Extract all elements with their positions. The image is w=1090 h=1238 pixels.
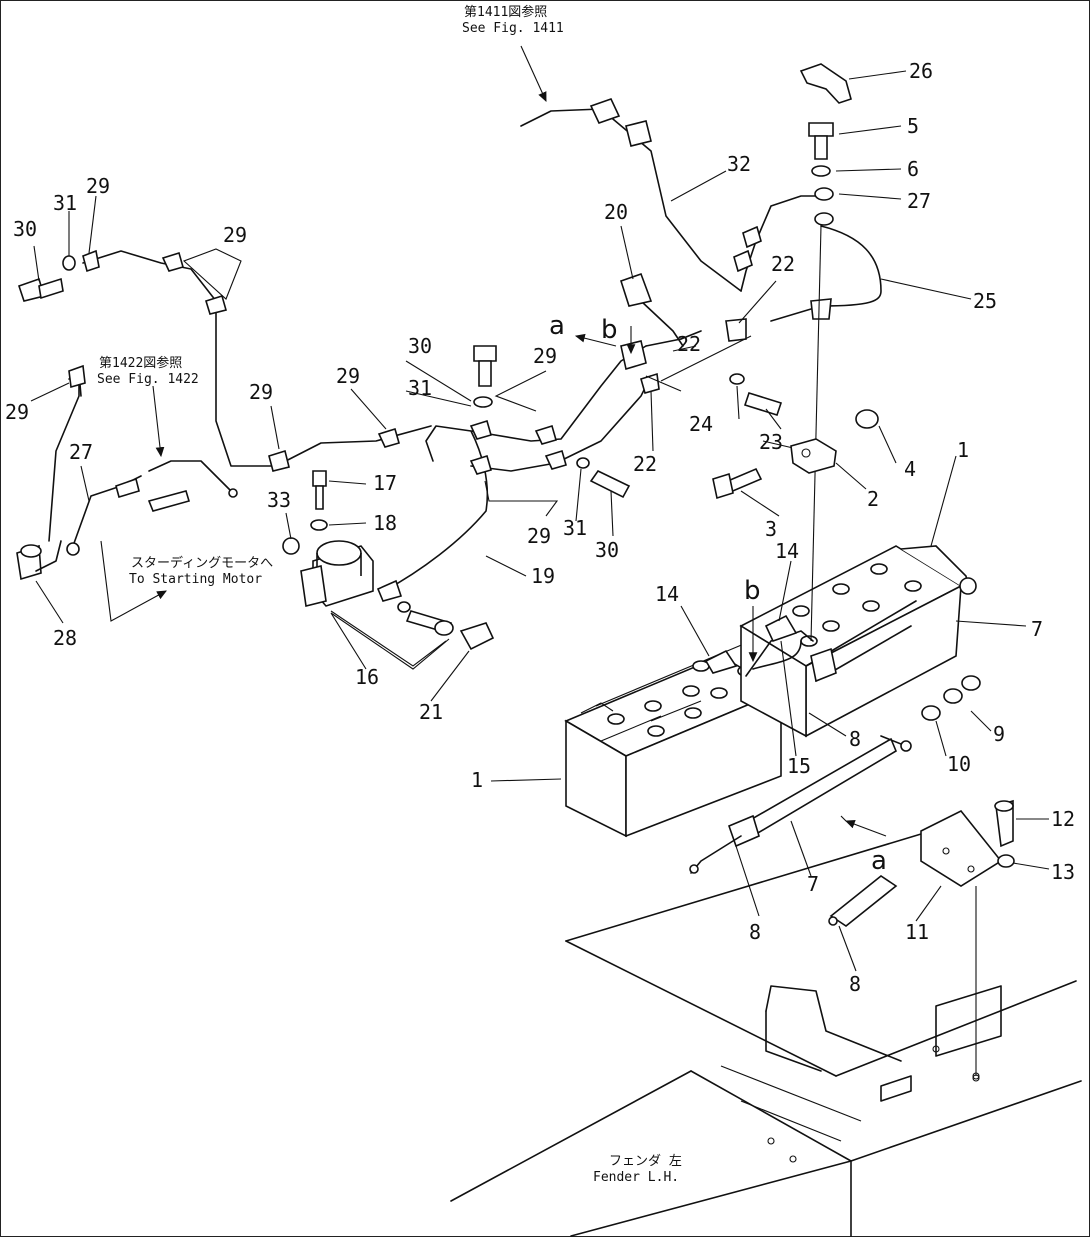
ref-fig1411-en: See Fig. 1411	[462, 21, 564, 36]
callout-3: 3	[765, 517, 777, 541]
battery-front	[564, 640, 783, 838]
callout-7-top: 7	[1031, 617, 1043, 641]
callout-20: 20	[604, 200, 628, 224]
callout-5: 5	[907, 114, 919, 138]
callout-4: 4	[904, 457, 916, 481]
ref-fig1422-en: See Fig. 1422	[97, 372, 199, 387]
callout-13: 13	[1051, 860, 1075, 884]
callout-23: 23	[759, 430, 783, 454]
callout-26: 26	[909, 59, 933, 83]
callout-29-a: 29	[533, 344, 557, 368]
callout-9: 9	[993, 722, 1005, 746]
callout-31-mid: 31	[408, 376, 432, 400]
ref-starter-en: To Starting Motor	[129, 572, 262, 587]
callout-10: 10	[947, 752, 971, 776]
callout-22-a: 22	[771, 252, 795, 276]
leader-lines	[30, 45, 1050, 972]
callout-29-b: 29	[336, 364, 360, 388]
callout-29-f: 29	[5, 400, 29, 424]
hold-down-hardware	[689, 600, 1015, 1082]
callout-11: 11	[905, 920, 929, 944]
callout-21: 21	[419, 700, 443, 724]
callout-7-bottom: 7	[807, 872, 819, 896]
callout-22-c: 22	[633, 452, 657, 476]
battery-rear	[739, 545, 977, 738]
callout-6: 6	[907, 157, 919, 181]
callout-1-front: 1	[471, 768, 483, 792]
left-cables	[16, 364, 238, 581]
callout-31-left: 31	[53, 191, 77, 215]
callout-29-e: 29	[86, 174, 110, 198]
callout-15: 15	[787, 754, 811, 778]
callout-29-c: 29	[249, 380, 273, 404]
callout-8-bottom: 8	[849, 972, 861, 996]
callout-22-b: 22	[677, 332, 701, 356]
callout-24: 24	[689, 412, 713, 436]
marker-b-battery: b	[744, 576, 761, 606]
callout-19: 19	[531, 564, 555, 588]
harness-with-clamps	[82, 249, 752, 475]
callout-8-left: 8	[749, 920, 761, 944]
callout-17: 17	[373, 471, 397, 495]
reference-notes: 第1411図参照 See Fig. 1411 第1422図参照 See Fig.…	[97, 4, 682, 1185]
callout-12: 12	[1051, 807, 1075, 831]
callout-25: 25	[973, 289, 997, 313]
top-terminal-bolts	[799, 63, 852, 177]
bolts-30-31	[17, 255, 783, 499]
marker-b-top: b	[601, 315, 618, 345]
cable-32	[520, 98, 834, 292]
callout-27-top: 27	[907, 189, 931, 213]
callout-18: 18	[373, 511, 397, 535]
callout-28: 28	[53, 626, 77, 650]
ref-fig1411-jp: 第1411図参照	[464, 4, 547, 20]
callout-2: 2	[867, 487, 879, 511]
cable-19	[376, 425, 489, 602]
fender-frame	[450, 830, 1082, 1237]
callout-32: 32	[727, 152, 751, 176]
terminal-clamp	[712, 409, 879, 500]
battery-relay	[282, 470, 495, 667]
letter-markers: a b b a	[549, 311, 887, 876]
callout-27-left: 27	[69, 440, 93, 464]
callout-14-a: 14	[775, 539, 799, 563]
callout-33: 33	[267, 488, 291, 512]
marker-a-bottom: a	[871, 846, 887, 876]
callout-8-top: 8	[849, 727, 861, 751]
callout-14-b: 14	[655, 582, 679, 606]
callout-30-mid: 30	[408, 334, 432, 358]
ref-fender-en: Fender L.H.	[593, 1170, 679, 1185]
callout-16: 16	[355, 665, 379, 689]
callout-31-low: 31	[563, 516, 587, 540]
callout-numbers: 26 5 6 27 32 25 20 22 22 22 24 23 4 2 3 …	[5, 59, 1075, 996]
ref-starter-jp: スターディングモータへ	[131, 555, 273, 571]
callout-29-d: 29	[223, 223, 247, 247]
callout-30-left: 30	[13, 217, 37, 241]
marker-a-top: a	[549, 311, 565, 341]
callout-29-g: 29	[527, 524, 551, 548]
callout-30-low: 30	[595, 538, 619, 562]
connector-20	[620, 272, 684, 347]
callout-1-rear: 1	[957, 438, 969, 462]
ref-fig1422-jp: 第1422図参照	[99, 355, 182, 371]
ref-fender-jp: フェンダ 左	[609, 1154, 682, 1169]
